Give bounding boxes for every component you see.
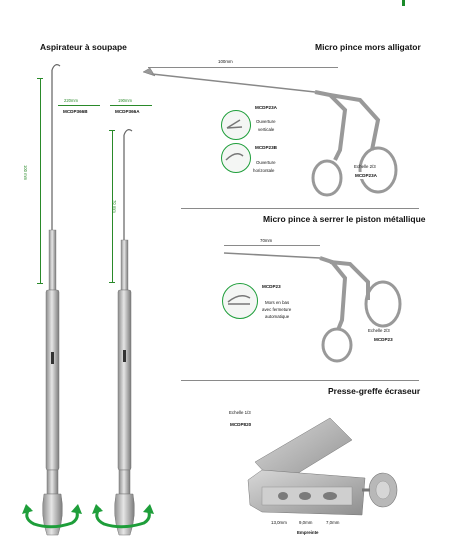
ecraseur-code: MCDP820 [228, 421, 254, 428]
piston-detail [222, 283, 258, 319]
piston-desc-3: automatique [265, 314, 290, 319]
ecraseur-dim-1: 13,0mm [271, 520, 287, 525]
divider-2 [181, 380, 419, 381]
aspirateur-code-left: MCDP366B [61, 108, 90, 115]
alligator-scale-code: MCDP23A [353, 172, 379, 179]
alligator-detail-horizontal [221, 143, 251, 173]
piston-desc-1: Mors en bas [265, 300, 290, 305]
ecraseur-dim-3: 7,0mm [326, 520, 340, 525]
alligator-detail-vertical [221, 110, 251, 140]
ecraseur-scale: Echelle 1/3 [229, 410, 251, 415]
aspirateur-len-right: 190mm [118, 98, 132, 103]
piston-dim-top: 70mm [260, 238, 273, 243]
alligator-desc-a-2: verticale [258, 127, 275, 132]
ecraseur-empreinte: Empreinte [297, 530, 319, 535]
alligator-code-b: MCDP23B [253, 144, 279, 151]
piston-title: Micro pince à serrer le piston métalliqu… [263, 214, 426, 224]
piston-scale-code: MCDP23 [372, 336, 395, 343]
divider-1 [181, 208, 419, 209]
alligator-code-a: MCDP23A [253, 104, 279, 111]
alligator-desc-b-1: Ouverture [256, 160, 276, 165]
alligator-desc-b-2: horizontale [253, 168, 275, 173]
piston-code: MCDP23 [260, 283, 283, 290]
top-tab-marker [402, 0, 405, 6]
alligator-dim-top: 100mm [218, 59, 233, 64]
aspirateur-dim-bracket-right [112, 130, 113, 282]
piston-scale: Echelle 2/3 [368, 328, 390, 333]
piston-desc-2: avec fermeture [262, 307, 292, 312]
aspirateur-title: Aspirateur à soupape [40, 42, 127, 52]
ecraseur-dim-2: 9,0mm [299, 520, 313, 525]
alligator-scale: Echelle 2/3 [354, 164, 376, 169]
ecraseur-title: Presse-greffe écraseur [328, 386, 421, 396]
alligator-title: Micro pince mors alligator [315, 42, 421, 52]
aspirateur-len-left: 220mm [64, 98, 78, 103]
aspirateur-dim-bracket-left [40, 78, 41, 283]
aspirateur-code-right: MCDP366A [113, 108, 142, 115]
alligator-desc-a-1: Ouverture [256, 119, 276, 124]
